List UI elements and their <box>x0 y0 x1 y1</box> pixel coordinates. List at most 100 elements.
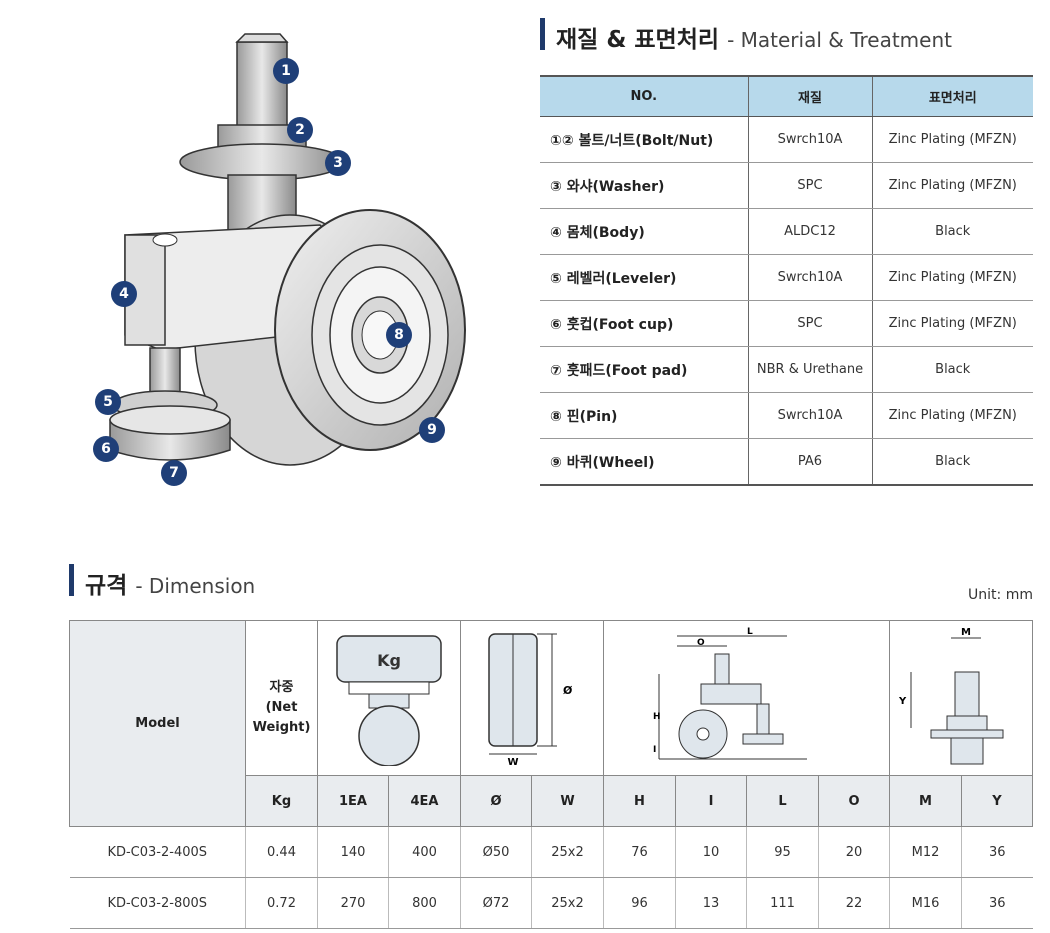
part-treatment: Zinc Plating (MFZN) <box>871 300 1033 347</box>
cell-model: KD-C03-2-400S <box>69 826 246 878</box>
cell-h: 76 <box>603 826 676 878</box>
cell-o: 20 <box>818 826 890 878</box>
material-header-material: 재질 <box>747 75 872 117</box>
cell-w: 25x2 <box>531 826 604 878</box>
unit-label: Unit: mm <box>968 587 1033 603</box>
col-header-1ea: 1EA <box>317 775 389 827</box>
part-name: ⑥ 훗컵(Foot cup) <box>540 300 748 347</box>
cell-l: 111 <box>746 877 819 929</box>
bolt-icon: M Y <box>898 627 1004 764</box>
caster-dimension-diagram: L O H I <box>603 620 890 776</box>
cell-4ea: 800 <box>388 877 461 929</box>
callout-badge-9: 9 <box>419 417 445 443</box>
part-name: ①② 볼트/너트(Bolt/Nut) <box>540 116 748 163</box>
part-name: ⑧ 핀(Pin) <box>540 392 748 439</box>
table-row: ⑥ 훗컵(Foot cup) SPC Zinc Plating (MFZN) <box>540 300 1033 347</box>
material-title-en: - Material & Treatment <box>727 28 952 52</box>
callout-badge-6: 6 <box>93 436 119 462</box>
callout-badge-1: 1 <box>273 58 299 84</box>
cell-y: 36 <box>961 826 1033 878</box>
table-row: ⑤ 레벨러(Leveler) Swrch10A Zinc Plating (MF… <box>540 254 1033 301</box>
part-name: ③ 와샤(Washer) <box>540 162 748 209</box>
part-material: NBR & Urethane <box>747 346 872 393</box>
material-header-no: NO. <box>540 75 748 117</box>
cell-model: KD-C03-2-800S <box>69 877 246 929</box>
part-material: PA6 <box>747 438 872 486</box>
part-name: ⑤ 레벨러(Leveler) <box>540 254 748 301</box>
table-row: ④ 몸체(Body) ALDC12 Black <box>540 208 1033 255</box>
col-header-w: W <box>531 775 604 827</box>
cell-4ea: 400 <box>388 826 461 878</box>
weight-header: 자중 (Net Weight) <box>245 620 318 776</box>
bolt-dimension-diagram: M Y <box>889 620 1033 776</box>
callout-badge-5: 5 <box>95 389 121 415</box>
dimension-title-en: - Dimension <box>135 574 256 598</box>
dimension-section-title: 규격 - Dimension <box>85 566 255 600</box>
cell-h: 96 <box>603 877 676 929</box>
y-label: Y <box>898 696 907 707</box>
dimension-title-ko: 규격 <box>85 573 128 599</box>
col-header-l: L <box>746 775 819 827</box>
h-label: H <box>653 712 661 722</box>
table-row: ③ 와샤(Washer) SPC Zinc Plating (MFZN) <box>540 162 1033 209</box>
material-section-title: 재질 & 표면처리 - Material & Treatment <box>556 20 952 54</box>
cell-diameter: Ø72 <box>460 877 532 929</box>
callout-badge-4: 4 <box>111 281 137 307</box>
part-treatment: Zinc Plating (MFZN) <box>871 162 1033 209</box>
table-row: KD-C03-2-400S 0.44 140 400 Ø50 25x2 76 1… <box>69 826 1033 878</box>
l-label: L <box>747 627 753 637</box>
wheel-diagram: Ø W <box>460 620 604 776</box>
callout-badge-7: 7 <box>161 460 187 486</box>
phi-label: Ø <box>563 684 573 697</box>
cell-kg: 0.44 <box>245 826 318 878</box>
part-treatment: Black <box>871 346 1033 393</box>
part-material: Swrch10A <box>747 392 872 439</box>
callout-badge-8: 8 <box>386 322 412 348</box>
part-material: SPC <box>747 300 872 347</box>
cell-o: 22 <box>818 877 890 929</box>
cell-y: 36 <box>961 877 1033 929</box>
table-row: KD-C03-2-800S 0.72 270 800 Ø72 25x2 96 1… <box>69 877 1033 929</box>
w-label: W <box>507 757 518 766</box>
material-table: NO. 재질 표면처리 ①② 볼트/너트(Bolt/Nut) Swrch10A … <box>540 75 1033 486</box>
part-material: ALDC12 <box>747 208 872 255</box>
material-header-treatment: 표면처리 <box>871 75 1033 117</box>
model-header: Model <box>69 620 246 827</box>
part-treatment: Zinc Plating (MFZN) <box>871 116 1033 163</box>
dimension-section-bar <box>69 564 74 596</box>
i-label: I <box>653 745 656 755</box>
cell-w: 25x2 <box>531 877 604 929</box>
cell-l: 95 <box>746 826 819 878</box>
kg-label: Kg <box>377 651 401 670</box>
wheel-side-icon: Ø W <box>488 633 573 768</box>
material-section-bar <box>540 18 545 50</box>
cell-i: 13 <box>675 877 747 929</box>
callout-badge-2: 2 <box>287 117 313 143</box>
cell-m: M16 <box>889 877 962 929</box>
col-header-h: H <box>603 775 676 827</box>
cell-1ea: 140 <box>317 826 389 878</box>
cell-kg: 0.72 <box>245 877 318 929</box>
load-diagram: Kg <box>317 620 461 776</box>
part-name: ⑨ 바퀴(Wheel) <box>540 438 748 486</box>
col-header-o: O <box>818 775 890 827</box>
table-row: ①② 볼트/너트(Bolt/Nut) Swrch10A Zinc Plating… <box>540 116 1033 163</box>
m-label: M <box>961 627 971 638</box>
caster-illustration <box>109 33 466 466</box>
part-material: Swrch10A <box>747 254 872 301</box>
cell-1ea: 270 <box>317 877 389 929</box>
col-header-kg: Kg <box>245 775 318 827</box>
part-treatment: Zinc Plating (MFZN) <box>871 392 1033 439</box>
cell-diameter: Ø50 <box>460 826 532 878</box>
dimension-table: Model 자중 (Net Weight) Kg Ø W <box>69 620 1033 929</box>
col-header-i: I <box>675 775 747 827</box>
part-name: ④ 몸체(Body) <box>540 208 748 255</box>
part-treatment: Zinc Plating (MFZN) <box>871 254 1033 301</box>
col-header-diameter: Ø <box>460 775 532 827</box>
cell-m: M12 <box>889 826 962 878</box>
material-title-ko: 재질 & 표면처리 <box>556 27 720 53</box>
table-row: ⑧ 핀(Pin) Swrch10A Zinc Plating (MFZN) <box>540 392 1033 439</box>
o-label: O <box>697 638 705 648</box>
table-row: ⑨ 바퀴(Wheel) PA6 Black <box>540 438 1033 486</box>
col-header-4ea: 4EA <box>388 775 461 827</box>
